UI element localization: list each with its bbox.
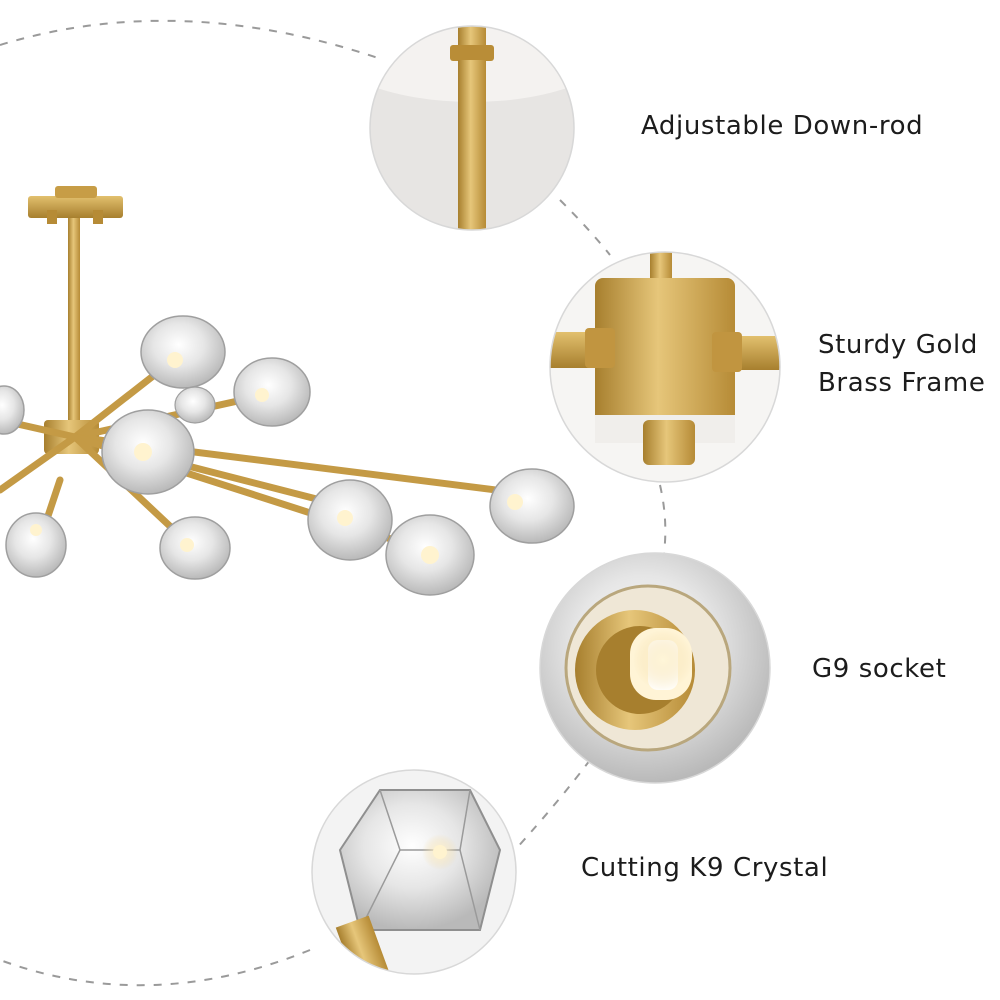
guide-arc-socket-to-crystal — [514, 759, 591, 851]
crystal-shade — [5, 512, 67, 578]
feature-label-socket: G9 socket — [812, 650, 946, 688]
feature-label-downrod: Adjustable Down-rod — [641, 107, 923, 145]
feature-label-socket-text: G9 socket — [812, 654, 947, 684]
feature-label-frame-line2: Brass Frame — [818, 368, 986, 398]
main-down-rod — [68, 218, 80, 428]
feature-label-frame-line1: Sturdy Gold — [818, 330, 978, 360]
feature-label-crystal: Cutting K9 Crystal — [581, 849, 828, 887]
frame-hub-closeup — [549, 251, 781, 483]
feature-label-crystal-text: Cutting K9 Crystal — [581, 853, 829, 883]
crystal-shade — [0, 385, 25, 435]
crystal-shade — [385, 514, 475, 596]
k9-crystal-closeup — [311, 769, 517, 975]
downrod-closeup — [369, 25, 575, 231]
crystal-shade — [174, 386, 216, 424]
crystal-shade — [489, 468, 575, 544]
guide-arc-bottom — [0, 949, 311, 987]
crystal-shades — [0, 315, 575, 596]
guide-arc-top — [0, 19, 385, 61]
feature-label-downrod-text: Adjustable Down-rod — [641, 111, 924, 141]
crystal-shade — [101, 409, 195, 495]
guide-arc-downrod-to-frame — [559, 199, 611, 256]
guide-arc-frame-to-socket — [659, 484, 667, 554]
ceiling-canopy — [28, 196, 123, 218]
crystal-shade — [140, 315, 226, 389]
feature-label-frame: Sturdy Gold Brass Frame — [818, 326, 985, 402]
dashed-guide-arcs — [0, 19, 667, 987]
crystal-shade — [159, 516, 231, 580]
g9-socket-closeup — [539, 552, 771, 784]
crystal-shade — [233, 357, 311, 427]
crystal-shade — [307, 479, 393, 561]
chandelier-image — [0, 186, 575, 596]
